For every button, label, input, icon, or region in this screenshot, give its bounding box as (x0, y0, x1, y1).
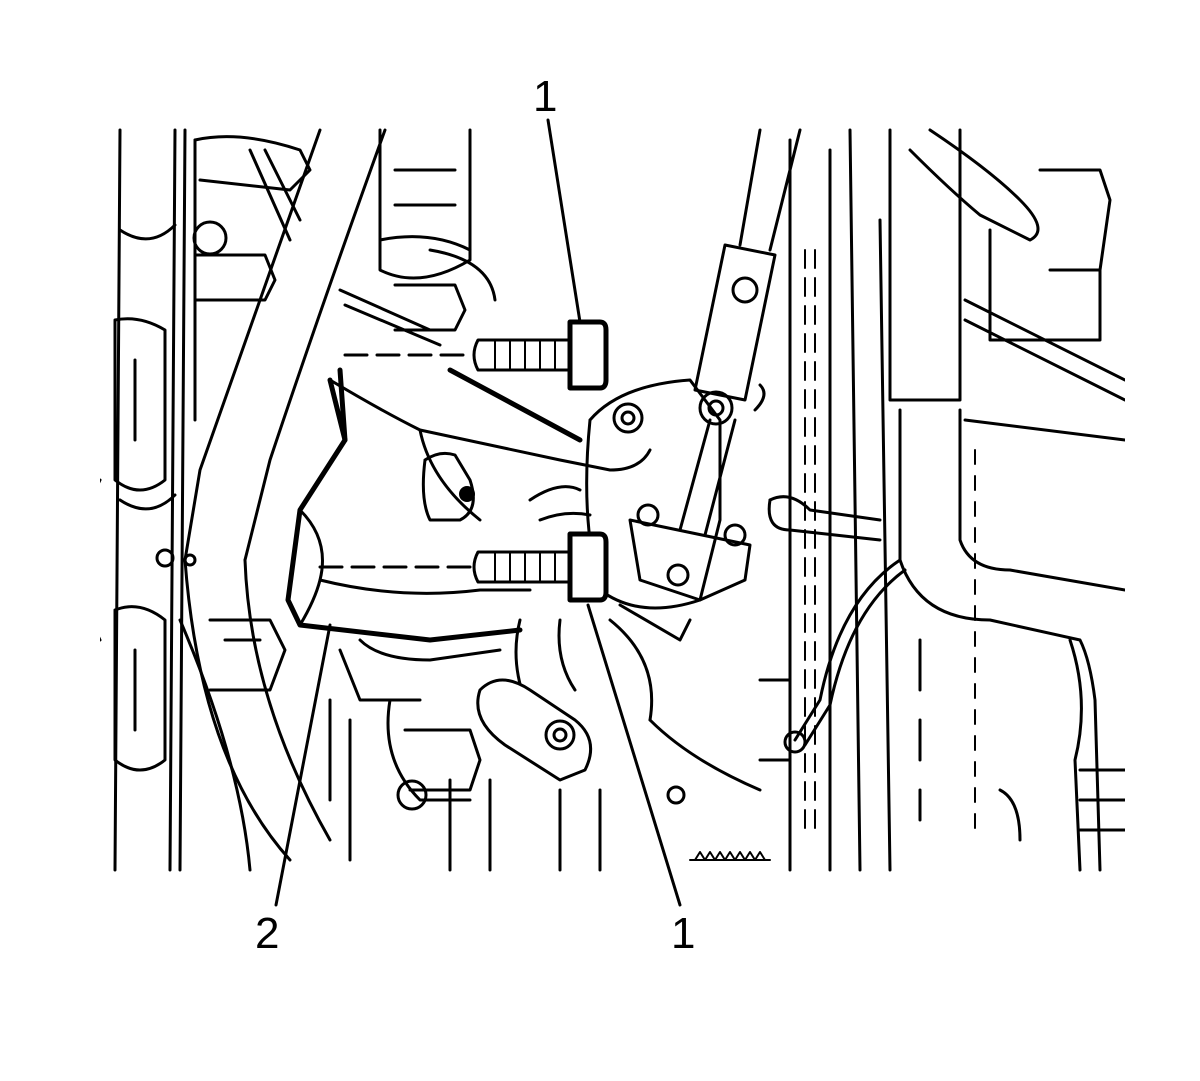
lower-bolt (318, 531, 609, 603)
strut-rod (678, 128, 802, 537)
callout-2-bracket: 2 (255, 909, 280, 958)
upper-left-components (192, 128, 497, 422)
mount-bracket (285, 367, 652, 702)
leader-lines (274, 118, 682, 907)
left-frame-rail (100, 128, 197, 872)
callout-1-lower-bolt: 1 (671, 909, 696, 958)
coolant-hose (888, 128, 1125, 872)
mount-plate (585, 378, 752, 642)
cross-brace (178, 128, 387, 872)
engine-bay-illustration (100, 128, 1125, 872)
callout-1-upper-bolt: 1 (533, 72, 558, 121)
lower-engine-components (208, 618, 771, 872)
upper-bolt (343, 319, 609, 391)
right-frame-rail (758, 128, 907, 872)
